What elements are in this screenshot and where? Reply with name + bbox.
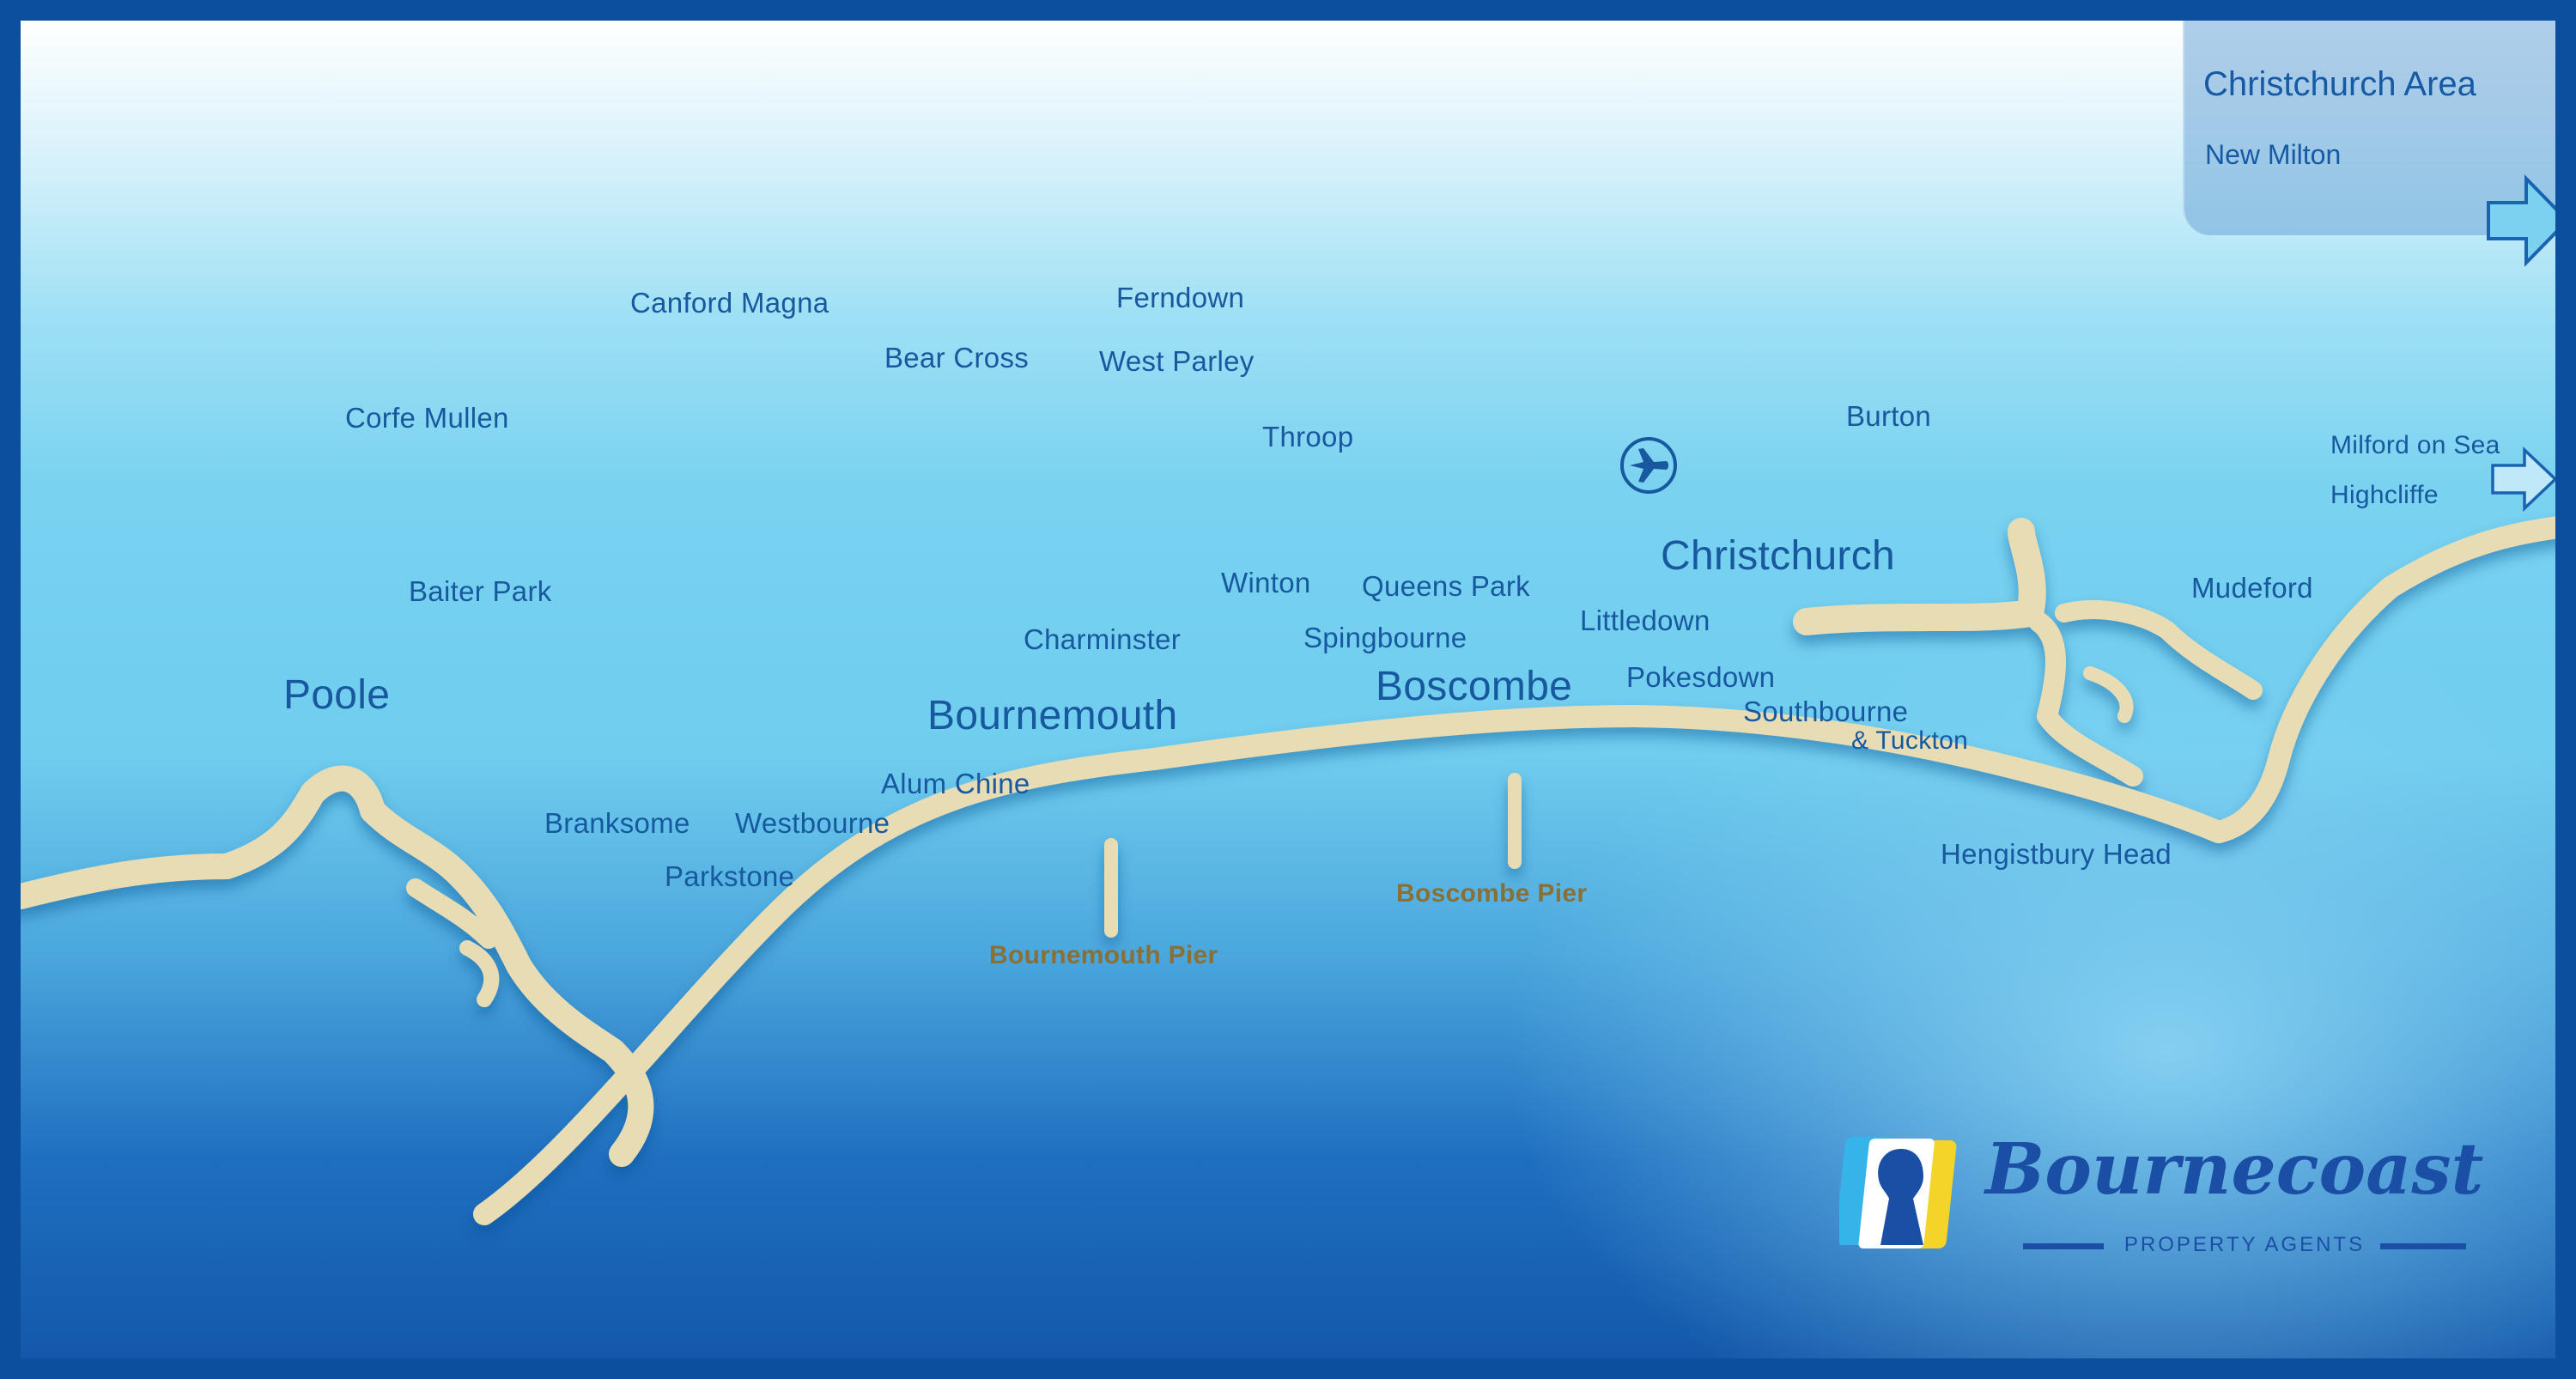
pier-label: Bournemouth Pier [989, 941, 1218, 969]
place-label: Pokesdown [1626, 661, 1776, 693]
place-label: Ferndown [1116, 282, 1245, 313]
logo-rule-right [2380, 1243, 2466, 1249]
place-label[interactable]: Milford on Sea [2330, 431, 2500, 459]
place-label: West Parley [1099, 345, 1255, 377]
pier-label: Boscombe Pier [1396, 879, 1588, 908]
logo-tagline: PROPERTY AGENTS [2123, 1233, 2366, 1256]
arrow-right-icon[interactable] [2490, 447, 2559, 512]
place-label: Hengistbury Head [1941, 838, 2172, 870]
place-label: Christchurch [1661, 533, 1896, 579]
area-panel-link-new-milton[interactable]: New Milton [2205, 139, 2342, 170]
place-label: Westbourne [735, 807, 890, 839]
christchurch-area-panel [2183, 21, 2555, 235]
place-label: Winton [1221, 567, 1311, 598]
logo-wordmark: Bournecoast [1985, 1128, 2484, 1211]
area-panel-title: Christchurch Area [2203, 65, 2476, 103]
place-label[interactable]: Highcliffe [2330, 481, 2439, 509]
place-label: Littledown [1580, 604, 1710, 636]
logo-rule-left [2023, 1243, 2104, 1249]
place-label: & Tuckton [1851, 726, 1969, 755]
place-label: Branksome [544, 807, 690, 839]
place-label: Poole [283, 672, 391, 718]
arrow-right-icon[interactable] [2485, 173, 2571, 268]
place-label: Bournemouth [927, 693, 1178, 738]
coastline-map [21, 516, 2555, 1225]
place-label: Canford Magna [630, 287, 829, 319]
place-label: Burton [1846, 400, 1932, 432]
place-label: Corfe Mullen [345, 402, 509, 434]
place-label: Alum Chine [881, 768, 1030, 799]
logo-keyhole-icon [1839, 1137, 1957, 1248]
place-label: Queens Park [1362, 570, 1530, 602]
place-label: Parkstone [665, 860, 795, 892]
place-label: Baiter Park [409, 575, 552, 607]
place-label: Boscombe [1376, 664, 1573, 709]
place-label: Throop [1262, 421, 1354, 453]
place-label: Bear Cross [884, 342, 1030, 374]
place-label: Mudeford [2191, 572, 2313, 604]
coastline-land [21, 516, 2555, 1225]
place-label: Spingbourne [1303, 622, 1467, 653]
place-label: Southbourne [1743, 696, 1909, 727]
airplane-icon [1620, 437, 1677, 494]
place-label: Charminster [1024, 623, 1182, 655]
